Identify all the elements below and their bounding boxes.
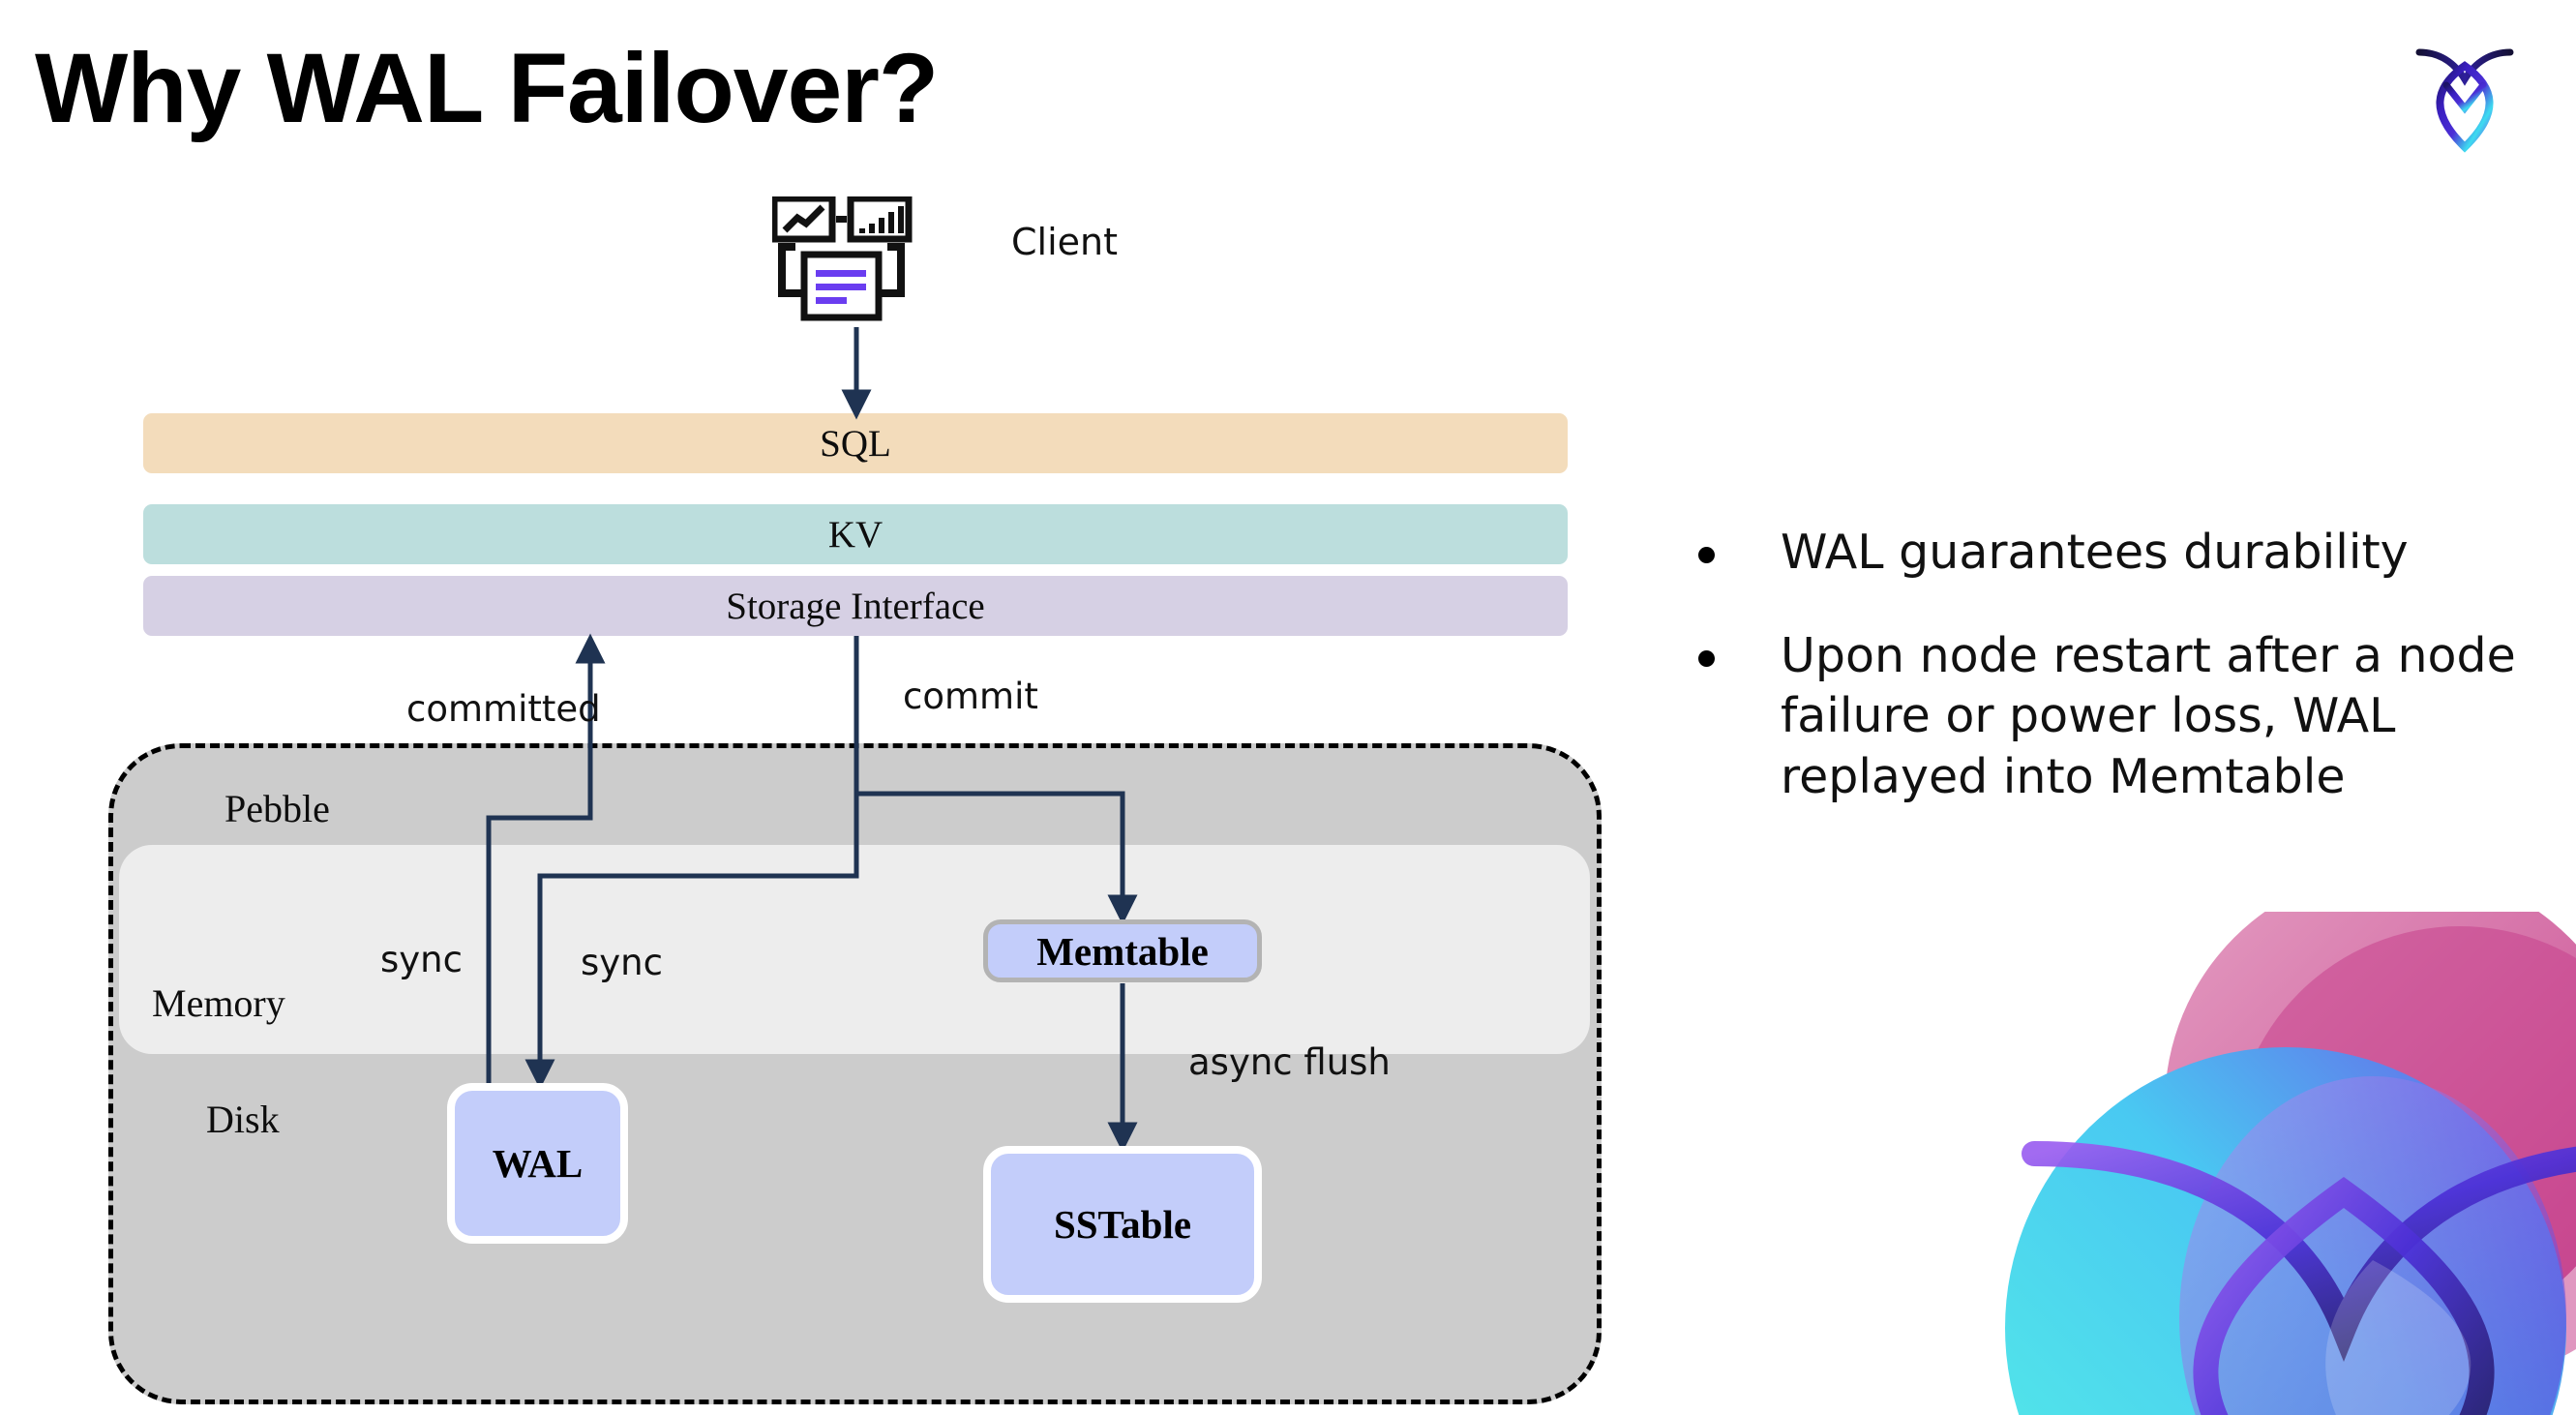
entity-wal-label: WAL (492, 1141, 584, 1186)
entity-sstable-label: SSTable (1053, 1202, 1192, 1247)
bullet-text: WAL guarantees durability (1781, 525, 2409, 580)
entity-wal: WAL (447, 1083, 628, 1244)
edge-label-commit: commit (903, 676, 1038, 717)
bullet-dot-icon (1698, 649, 1715, 667)
client-label: Client (1011, 221, 1119, 263)
disk-label: Disk (206, 1098, 280, 1141)
bullet-list: WAL guarantees durability Upon node rest… (1698, 523, 2521, 851)
cockroachdb-logo (2411, 37, 2518, 153)
list-item: Upon node restart after a node failure o… (1698, 626, 2521, 808)
pebble-label: Pebble (225, 787, 330, 830)
edge-label-sync-left: sync (380, 939, 463, 980)
entity-memtable: Memtable (983, 919, 1262, 982)
layer-bar-kv: KV (143, 504, 1568, 564)
decorative-brand-graphic (1918, 912, 2576, 1415)
entity-sstable: SSTable (983, 1146, 1262, 1303)
layer-bar-storage-interface-label: Storage Interface (726, 585, 985, 627)
memory-label: Memory (152, 981, 285, 1025)
edge-label-committed: committed (406, 688, 601, 730)
layer-bar-sql-label: SQL (820, 422, 891, 465)
bullet-dot-icon (1698, 547, 1715, 563)
layer-bar-storage-interface: Storage Interface (143, 576, 1568, 636)
layer-bar-kv-label: KV (827, 513, 884, 556)
bullet-text: Upon node restart after a node failure o… (1781, 627, 2516, 805)
architecture-diagram: Client SQL KV Storage Interface Pebble M… (108, 195, 1602, 1404)
page-title: Why WAL Failover? (35, 33, 939, 143)
client-dashboard-icon (770, 195, 922, 327)
memory-zone (119, 845, 1590, 1054)
entity-memtable-label: Memtable (1036, 928, 1209, 974)
layer-bar-sql: SQL (143, 413, 1568, 473)
edge-label-async-flush: async flush (1188, 1041, 1391, 1083)
list-item: WAL guarantees durability (1698, 523, 2521, 584)
edge-label-sync-right: sync (581, 942, 663, 983)
